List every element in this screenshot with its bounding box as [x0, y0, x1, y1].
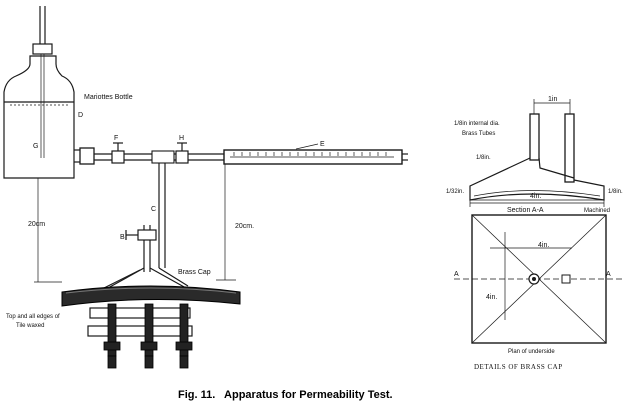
plan-width: 4in.	[538, 242, 549, 249]
plan-height: 4in.	[486, 294, 497, 301]
section-label: Section A-A	[507, 207, 544, 214]
mariotte-bottle	[3, 6, 82, 179]
figure-caption: Fig. 11. Apparatus for Permeability Test…	[178, 389, 393, 401]
mark-a-left: A	[454, 271, 459, 278]
height-left: 20cm	[28, 221, 45, 228]
thick-right: 1/8in.	[608, 189, 623, 195]
height-dimensions	[34, 164, 236, 283]
label-g: G	[33, 143, 38, 150]
brass-cap-label: Brass Cap	[178, 269, 211, 276]
label-d: D	[78, 112, 83, 119]
machined-label: Machined	[584, 208, 610, 214]
dim-1in: 1in	[548, 96, 557, 103]
pipeline	[79, 142, 224, 165]
tile-note-1: Top and all edges of	[6, 314, 60, 320]
section-width: 4in.	[530, 193, 541, 200]
tile-assembly	[61, 285, 241, 369]
mark-a-right: A	[606, 271, 611, 278]
thick-left: 1/32in.	[446, 189, 464, 195]
section-aa-drawing	[469, 99, 605, 207]
detail-title: DETAILS OF BRASS CAP	[474, 363, 563, 371]
height-right: 20cm.	[235, 223, 254, 230]
angle-left: 1/8in.	[476, 155, 491, 161]
plan-label: Plan of underside	[508, 349, 555, 355]
valve-b	[125, 225, 157, 272]
label-f: F	[114, 135, 118, 142]
internal-dia-1: 1/8in internal dia.	[454, 121, 500, 127]
label-h: H	[179, 135, 184, 142]
graduated-tube-e	[223, 143, 408, 165]
plan-drawing	[454, 214, 624, 344]
internal-dia-2: Brass Tubes	[462, 131, 495, 137]
label-e: E	[320, 141, 325, 148]
tile-note-2: Tile waxed	[16, 323, 44, 329]
label-c: C	[151, 206, 156, 213]
label-b: B	[120, 234, 125, 241]
bottle-label: Mariottes Bottle	[84, 94, 133, 101]
tube-c	[158, 163, 166, 268]
